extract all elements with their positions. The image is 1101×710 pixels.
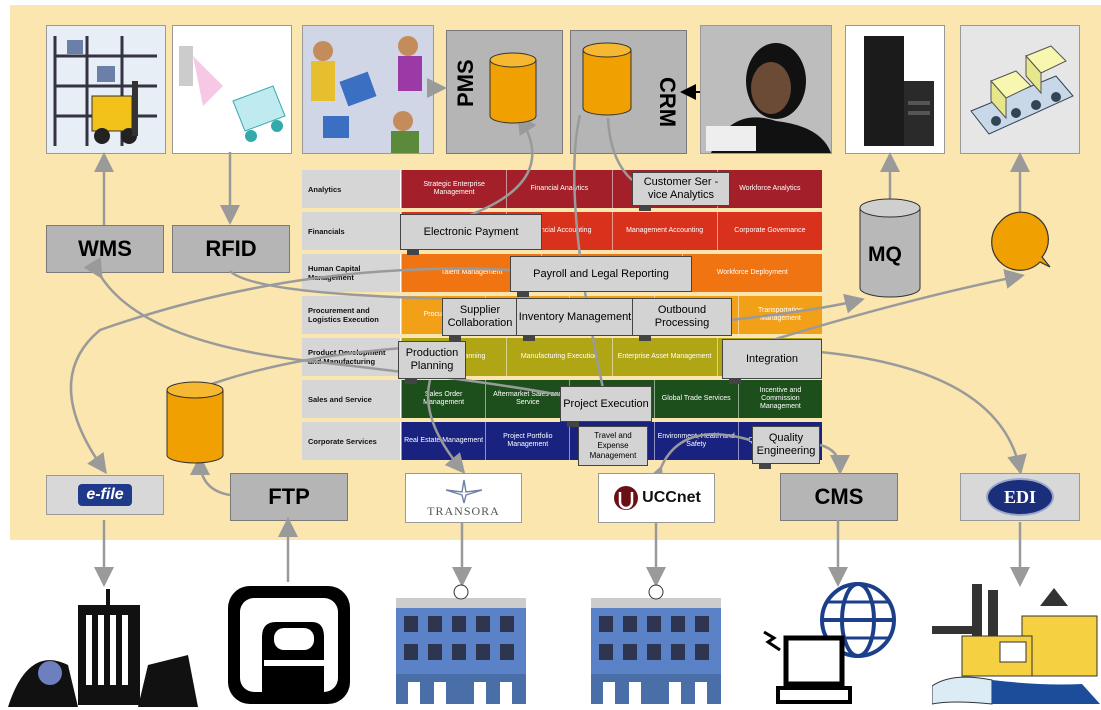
matrix-row-label: Procurement and Logistics Execution: [302, 296, 401, 334]
mq-database-icon: [859, 198, 921, 298]
matrix-cell: Incentive and Commission Management: [737, 380, 823, 418]
travel-expense-tag: Travel and Expense Management: [578, 426, 648, 466]
team-boxes-image: [302, 25, 434, 154]
payroll-tag: Payroll and Legal Reporting: [510, 256, 692, 297]
quality-engineering-tag: Quality Engineering: [752, 426, 820, 469]
wms-label: WMS: [78, 236, 132, 261]
ftp-db-wire: [190, 455, 231, 497]
matrix-cell: Transportation Management: [737, 296, 823, 334]
matrix-row-label: Financials: [302, 212, 401, 250]
uccnet-logo: UCCnet: [598, 473, 715, 523]
queue-database-icon: [991, 211, 1051, 271]
payment-to-pms-wire: [469, 113, 537, 217]
payroll-wire: [69, 267, 511, 475]
analytics-crm-wire: [606, 117, 633, 181]
matrix-cell: Financial Analytics: [506, 170, 612, 208]
matrix-cell: Strategic Enterprise Management: [401, 170, 507, 208]
globe-icon: [614, 486, 639, 510]
rfid-truck-image: [172, 25, 292, 154]
outbound-processing-tag: Outbound Processing: [632, 298, 732, 341]
ftp-hand-card-icon: [228, 586, 350, 704]
wms-box: WMS: [46, 225, 164, 273]
matrix-cell: Project Portfolio Management: [485, 422, 570, 460]
pms-database-icon: [489, 52, 537, 124]
irs-building-image: [8, 589, 198, 707]
matrix-cell: Enterprise Asset Management: [611, 338, 717, 376]
production-transora-wire: [426, 379, 466, 474]
project-execution-tag: Project Execution: [560, 386, 652, 427]
crm-to-analytics-wire: [573, 114, 612, 421]
edi-text: EDI: [986, 478, 1054, 516]
integration-conveyor-wire: [739, 269, 1025, 352]
customer-service-analytics-tag: Customer Ser - vice Analytics: [632, 172, 730, 211]
conveyor-boxes-image: [960, 25, 1080, 154]
edi-logo: EDI: [960, 473, 1080, 521]
server-image: [845, 25, 945, 154]
matrix-cell: Aftermarket Sales and Service: [485, 380, 570, 418]
mq-label: MQ: [868, 243, 902, 266]
quality-cms-wire: [819, 443, 850, 475]
globe-computer-icon: [763, 582, 896, 704]
outbound-mq-wire: [729, 293, 865, 322]
ftp-label: FTP: [268, 484, 310, 509]
crm-database-icon: [582, 42, 632, 116]
transora-logo: TRANSORA: [405, 473, 522, 523]
matrix-cell: Sales Order Management: [401, 380, 486, 418]
uccnet-text: UCCnet: [642, 489, 701, 506]
star-icon: [445, 479, 482, 503]
rfid-label: RFID: [205, 236, 257, 261]
matrix-row-label: Analytics: [302, 170, 401, 208]
supplier-collaboration-tag: Supplier Collaboration: [442, 298, 518, 341]
transora-bank-building-image: [396, 584, 526, 704]
transora-text: TRANSORA: [427, 503, 500, 518]
efile-text: e-file: [78, 484, 132, 506]
matrix-row-label: Corporate Services: [302, 422, 401, 460]
efile-logo: e-file: [46, 475, 164, 515]
matrix-cell: Corporate Governance: [716, 212, 822, 250]
electronic-payment-tag: Electronic Payment: [400, 214, 542, 255]
uccnet-bank-building-image: [591, 584, 721, 704]
ftp-database-icon: [166, 381, 224, 464]
warehouse-forklift-image: [46, 25, 166, 154]
cms-label: CMS: [814, 484, 864, 509]
matrix-cell: Management Accounting: [611, 212, 717, 250]
factory-image: [932, 584, 1100, 705]
matrix-cell: Real Estate Management: [401, 422, 486, 460]
matrix-row-label: Sales and Service: [302, 380, 401, 418]
call-center-image: [700, 25, 832, 154]
production-planning-tag: Production Planning: [398, 341, 466, 384]
inventory-management-tag: Inventory Management: [516, 298, 634, 341]
integration-edi-wire: [819, 350, 1027, 475]
travel-uccnet-wire: [645, 433, 751, 488]
integration-tag: Integration: [722, 339, 822, 384]
matrix-cell: Global Trade Services: [653, 380, 738, 418]
matrix-cell: Workforce Deployment: [681, 254, 822, 292]
